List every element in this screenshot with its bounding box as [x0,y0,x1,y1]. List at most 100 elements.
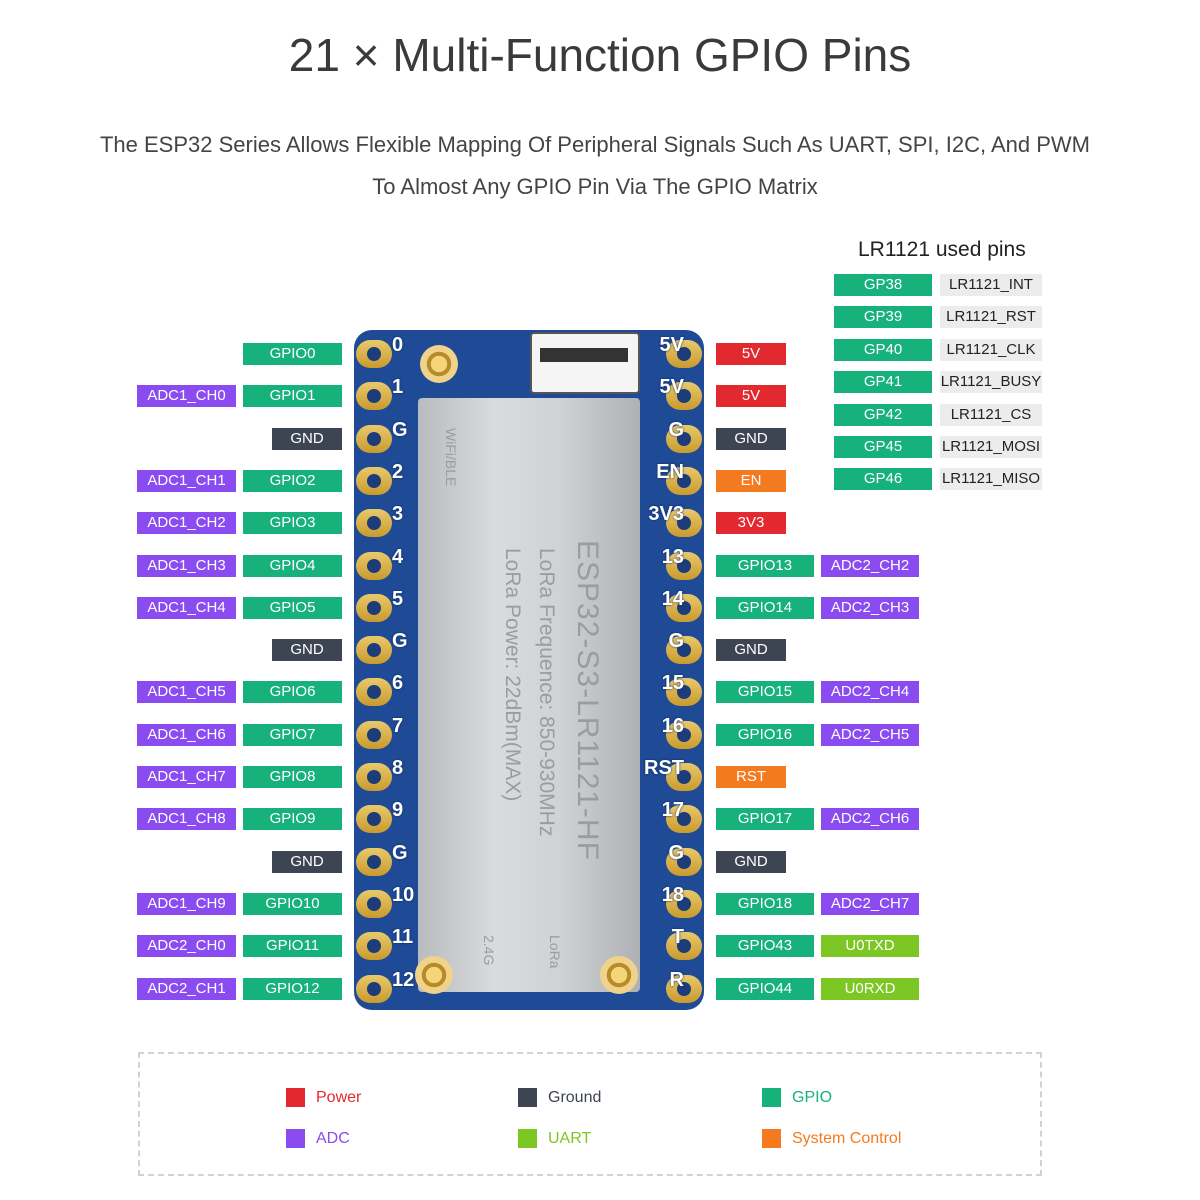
pin-number-label: 8 [392,757,404,779]
left-header-pin [356,847,392,876]
antenna-connector-2g4 [415,956,453,994]
pin-number-label: G [668,841,684,864]
pin-number-label: T [671,926,684,949]
left-header-pin [356,889,392,918]
gpio-label: GPIO1 [243,385,342,408]
left-header-pin [356,932,392,961]
gpio-label: GPIO3 [243,512,342,535]
system-label: RST [716,766,786,788]
adc-label: ADC2_CH0 [137,935,236,958]
uart-label: U0TXD [821,935,919,958]
lr1121-function-label: LR1121_MISO [940,468,1042,491]
adc-label: ADC1_CH3 [137,554,236,577]
right-header-pin [666,889,702,918]
left-header-pin [356,678,392,707]
gpio-label: GPIO44 [716,977,814,1000]
left-header-pin [356,636,392,665]
adc-label: ADC1_CH8 [137,808,236,831]
ground-label: GND [716,639,786,662]
left-header-pin [356,974,392,1003]
pin-number-label: G [392,841,408,864]
left-header-pin [356,551,392,580]
gpio-label: GPIO11 [243,935,342,958]
gpio-label: GPIO2 [243,469,342,492]
lr1121-gpio-label: GP41 [834,371,932,394]
lr1121-gpio-label: GP46 [834,468,932,491]
pin-number-label: 16 [661,714,684,737]
pin-number-label: 5V [659,334,684,356]
legend-label: GPIO [792,1089,833,1106]
adc-label: ADC1_CH2 [137,512,236,535]
antenna-connector-top [420,345,458,383]
right-header-pin [666,382,702,411]
adc-label: ADC2_CH4 [821,681,919,704]
pin-number-label: R [669,968,684,991]
right-header-pin [666,466,702,495]
left-header-pin [356,763,392,791]
pin-number-label: EN [656,460,684,483]
right-header-pin [666,932,702,961]
right-header-pin [666,636,702,665]
antenna-connector-lora [600,956,638,994]
adc-label: ADC2_CH3 [821,596,919,619]
pin-number-label: 5 [392,587,404,610]
gpio-label: GPIO16 [716,723,814,746]
gpio-label: GPIO4 [243,554,342,577]
adc-label: ADC2_CH5 [821,723,919,746]
lr1121-function-label: LR1121_INT [940,274,1042,296]
right-header-pin [666,551,702,580]
left-header-pin [356,382,392,411]
right-header-pin [666,720,702,749]
pin-number-label: 13 [661,545,684,568]
left-header-pin [356,424,392,453]
adc-label: ADC1_CH7 [137,766,236,788]
legend-label: UART [548,1130,592,1147]
adc-label: ADC1_CH4 [137,596,236,619]
pin-number-label: 7 [392,714,404,737]
lr1121-function-label: LR1121_RST [940,306,1042,329]
right-header-pin [666,974,702,1003]
rf-shield [418,398,640,992]
system-label: EN [716,469,786,492]
pin-number-label: 1 [392,376,404,399]
adc-label: ADC2_CH7 [821,892,919,915]
gpio-label: GPIO8 [243,766,342,788]
pin-number-label: 2 [392,460,404,483]
power-label: 3V3 [716,512,786,535]
gpio-label: GPIO14 [716,596,814,619]
pin-number-label: 15 [661,672,684,695]
subtitle-line-1: The ESP32 Series Allows Flexible Mapping… [99,132,1091,157]
legend-swatch [286,1088,305,1107]
right-header-pin [666,763,702,791]
pin-number-label: 12 [392,968,415,991]
adc-label: ADC1_CH0 [137,385,236,408]
pin-number-label: G [668,630,684,653]
right-header-pin [666,678,702,707]
right-header-pin [666,593,702,622]
lr1121-function-label: LR1121_CS [940,403,1042,426]
gpio-label: GPIO7 [243,723,342,746]
page-title: 21 × Multi-Function GPIO Pins [288,29,912,81]
lr1121-function-label: LR1121_BUSY [940,371,1042,394]
left-header-pin [356,593,392,622]
adc-label: ADC2_CH2 [821,554,919,577]
pin-number-label: 0 [392,334,404,356]
ground-label: GND [272,427,342,450]
pin-number-label: 18 [661,883,684,906]
pin-number-label: 3 [392,503,404,526]
left-header-pin [356,509,392,538]
gpio-label: GPIO10 [243,892,342,915]
legend-label: System Control [792,1130,902,1147]
left-header-pin [356,805,392,834]
pin-number-label: 9 [392,799,404,822]
fpc-connector [530,332,640,394]
right-header-pin [666,424,702,453]
right-header-pin [666,805,702,834]
legend-swatch [518,1129,537,1148]
legend-swatch [518,1088,537,1107]
gpio-label: GPIO0 [243,343,342,365]
legend-label: ADC [316,1130,350,1147]
gpio-label: GPIO43 [716,935,814,958]
legend-swatch [762,1129,781,1148]
